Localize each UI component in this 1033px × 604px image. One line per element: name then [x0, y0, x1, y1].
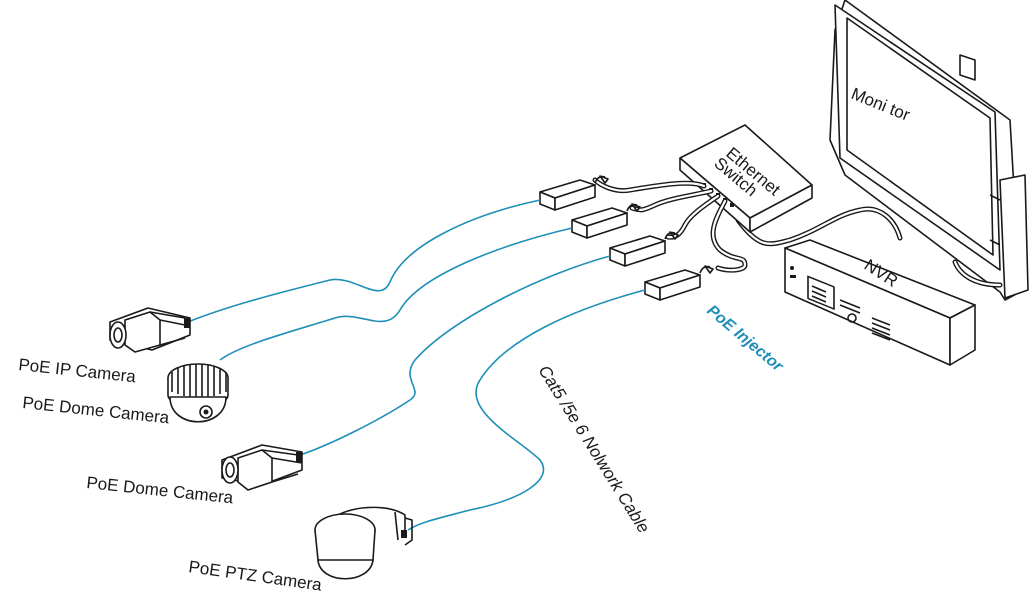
poe-ptz-camera: [314, 506, 413, 580]
poe-ip-camera: [109, 307, 191, 353]
ethernet-switch: Ethernet Switch: [679, 124, 813, 233]
label-poe-ptz-camera: PoE PTZ Camera: [187, 557, 323, 595]
poe-injector-label: PoE Injector: [703, 302, 786, 376]
nvr: NVR: [784, 239, 976, 366]
label-poe-dome-camera-2: PoE Dome Camera: [86, 473, 235, 507]
monitor: Moni tor: [829, 0, 1029, 301]
label-poe-dome-camera-1: PoE Dome Camera: [22, 393, 171, 427]
poe-dome-camera-2: [221, 444, 303, 491]
nvr-front-panel: [807, 275, 891, 341]
cable-label: Cat5 /5e 6 Nolwork Cable: [535, 362, 654, 536]
poe-injector-2: [571, 203, 641, 239]
label-poe-ip-camera: PoE IP Camera: [18, 355, 138, 386]
poe-injector-3: [609, 231, 679, 267]
blue-cables: [187, 199, 646, 531]
poe-injector-4: [644, 265, 714, 301]
poe-dome-camera-1: [167, 363, 229, 423]
